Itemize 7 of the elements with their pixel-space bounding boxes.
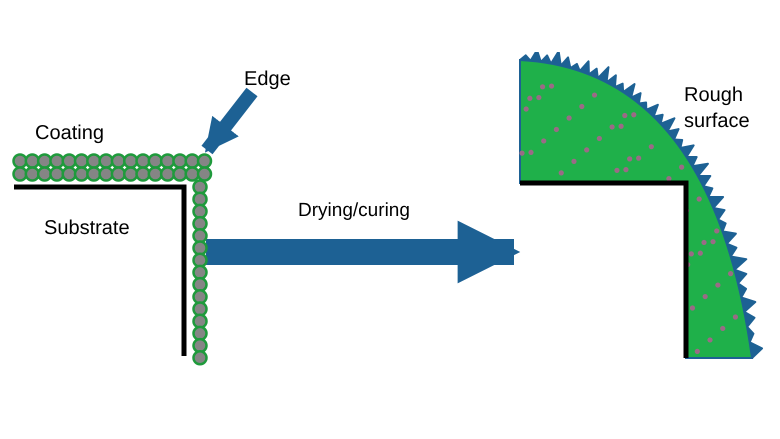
callout-label: Edge xyxy=(244,68,291,90)
edge-label: Drying/curing xyxy=(298,200,410,222)
part-label: Substrate xyxy=(44,217,130,239)
part-label: Rough surface xyxy=(684,83,751,134)
part-label: Coating xyxy=(35,122,104,144)
block-arrow xyxy=(206,220,520,284)
arrow xyxy=(201,88,258,154)
